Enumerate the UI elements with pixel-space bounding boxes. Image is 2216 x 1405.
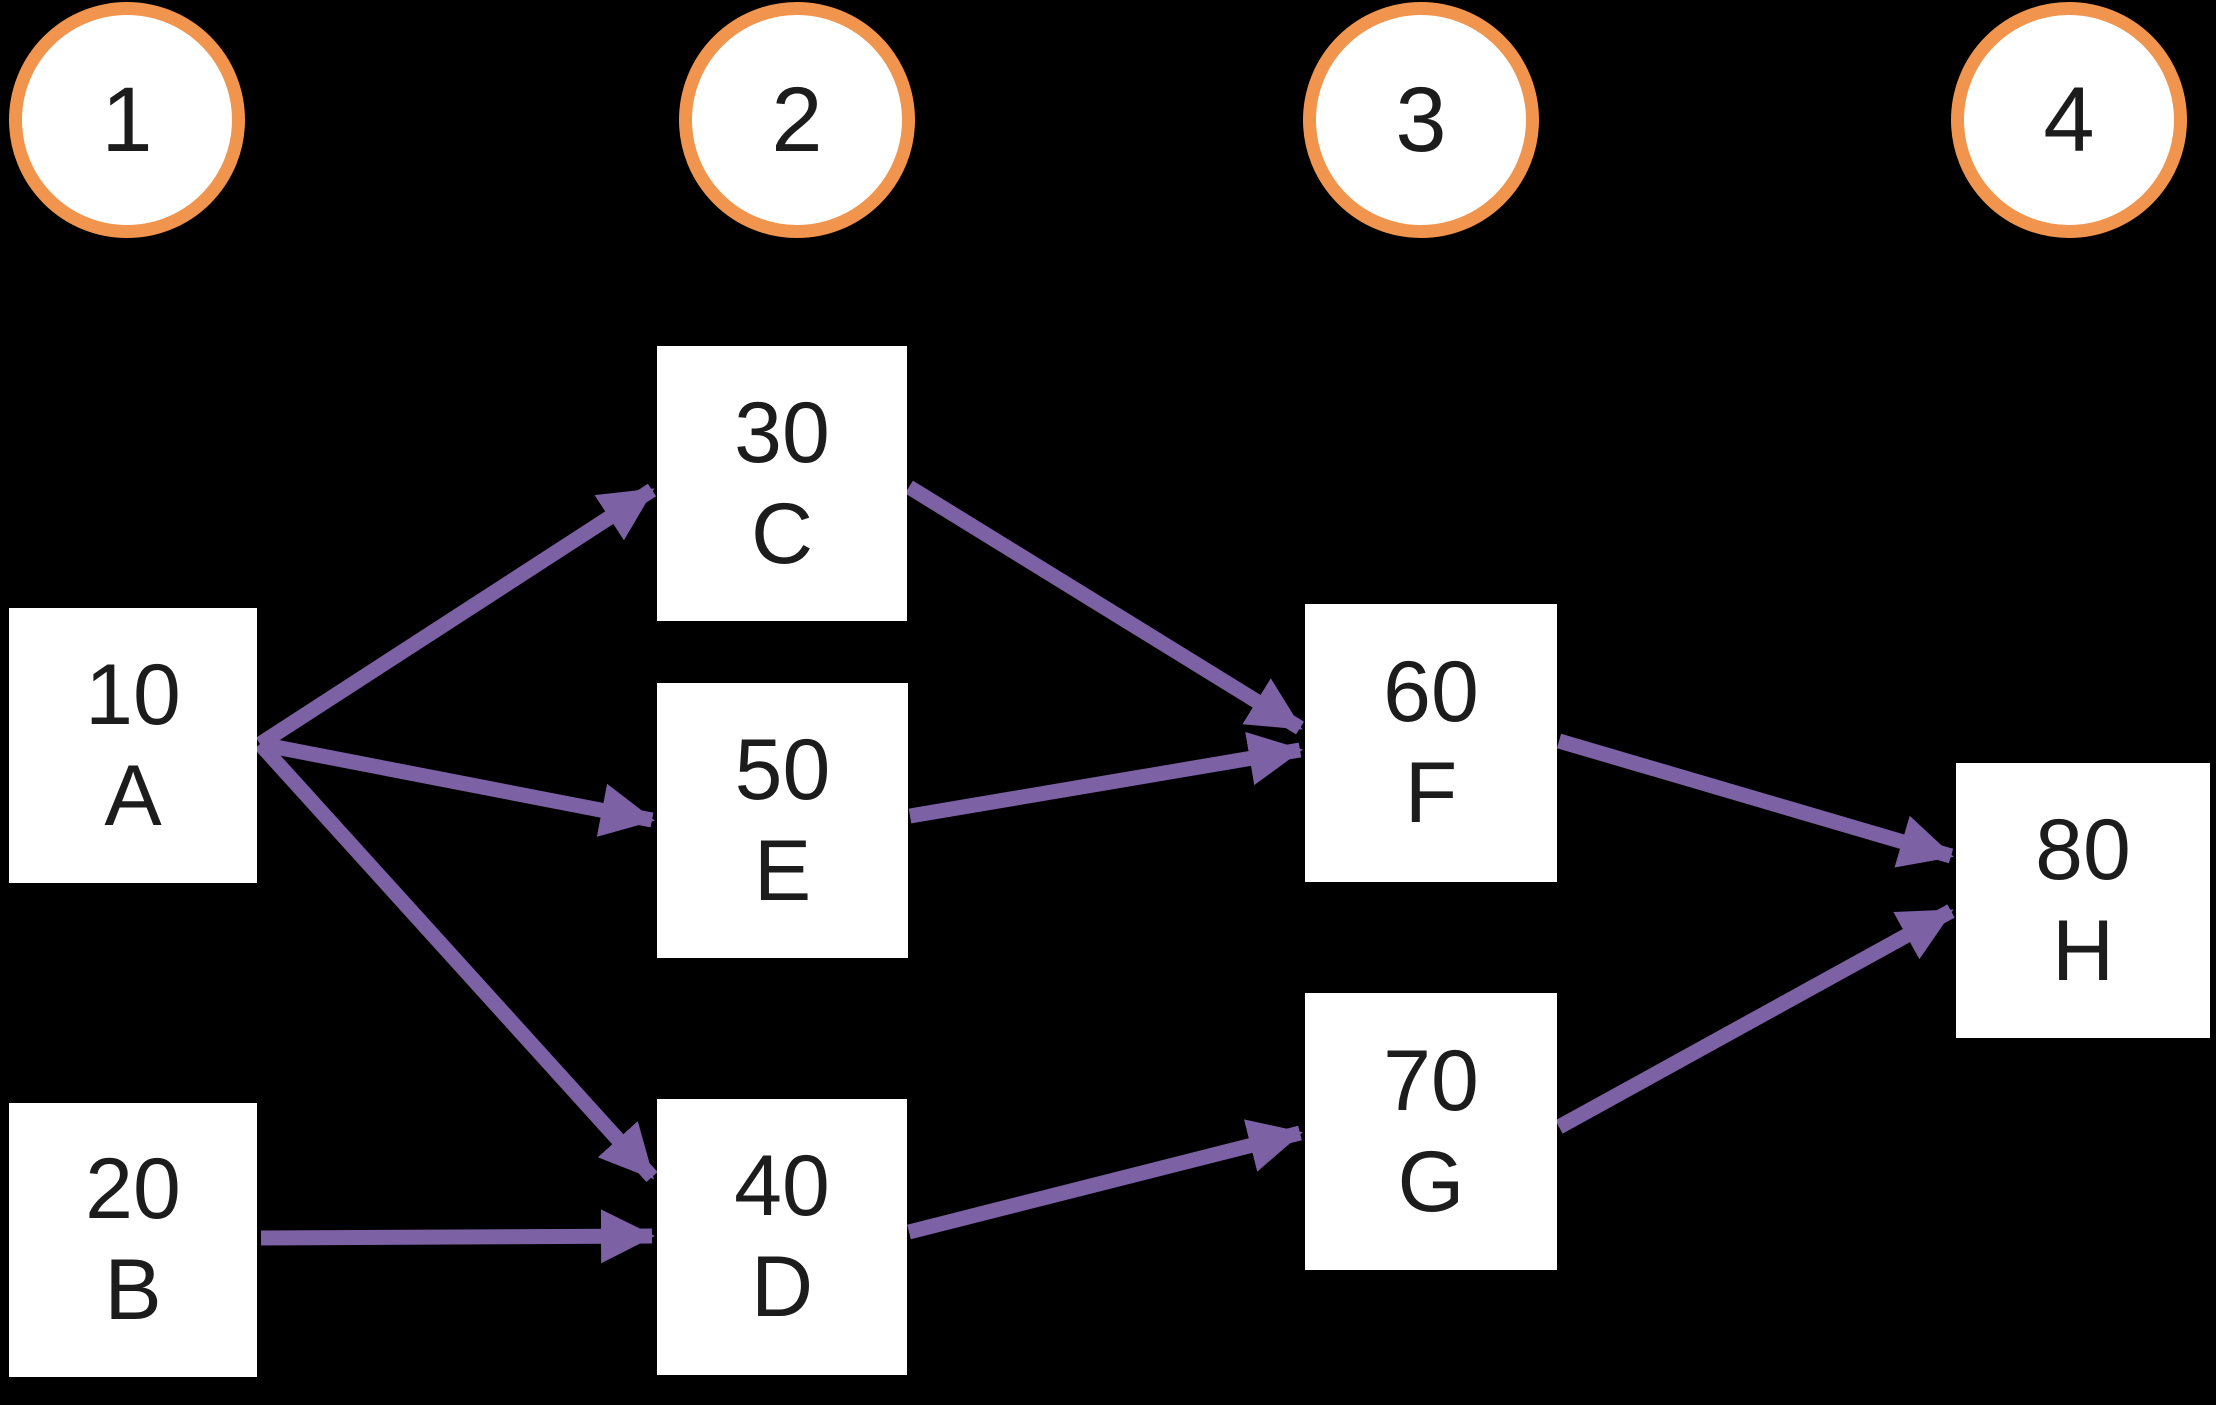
stage-circle-4: 4 <box>1951 2 2187 238</box>
node-value: 60 <box>1383 644 1479 741</box>
node-label: C <box>750 485 814 582</box>
stage-circle-label: 2 <box>771 68 823 171</box>
process-node-C: 30 C <box>657 346 907 621</box>
edge-E-F <box>908 731 1303 824</box>
stage-circle-label: 1 <box>101 68 153 171</box>
edge-F-H <box>1556 733 1954 868</box>
node-value: 80 <box>2035 801 2131 898</box>
process-node-G: 70 G <box>1305 993 1557 1270</box>
edge-A-E <box>258 736 655 837</box>
process-node-F: 60 F <box>1305 604 1557 882</box>
node-label: G <box>1397 1133 1465 1230</box>
edge-C-F <box>905 480 1304 735</box>
process-node-A: 10 A <box>9 608 257 883</box>
edge-D-G <box>907 1119 1303 1240</box>
node-label: H <box>2051 902 2115 999</box>
stage-circle-label: 4 <box>2043 68 2095 171</box>
node-label: D <box>750 1239 814 1335</box>
stage-circle-3: 3 <box>1303 2 1539 238</box>
edge-G-H <box>1555 904 1955 1134</box>
node-value: 30 <box>734 384 830 481</box>
node-label: E <box>753 822 812 919</box>
edge-B-D <box>260 1209 655 1264</box>
node-value: 50 <box>734 721 831 818</box>
process-node-B: 20 B <box>9 1103 257 1377</box>
edge-A-C <box>255 483 657 751</box>
edges-group <box>254 480 1955 1264</box>
edge-A-D <box>254 738 658 1183</box>
process-node-D: 40 D <box>657 1099 907 1375</box>
node-label: B <box>104 1242 162 1338</box>
node-value: 10 <box>85 646 181 743</box>
node-value: 70 <box>1383 1032 1479 1129</box>
node-value: 40 <box>734 1138 830 1235</box>
process-node-E: 50 E <box>657 683 908 958</box>
stage-circle-label: 3 <box>1395 68 1447 171</box>
node-label: F <box>1404 745 1458 841</box>
process-node-H: 80 H <box>1956 763 2210 1038</box>
stage-circle-2: 2 <box>679 2 915 238</box>
stage-circle-1: 1 <box>9 2 245 238</box>
node-value: 20 <box>85 1141 181 1238</box>
node-label: A <box>104 747 162 844</box>
